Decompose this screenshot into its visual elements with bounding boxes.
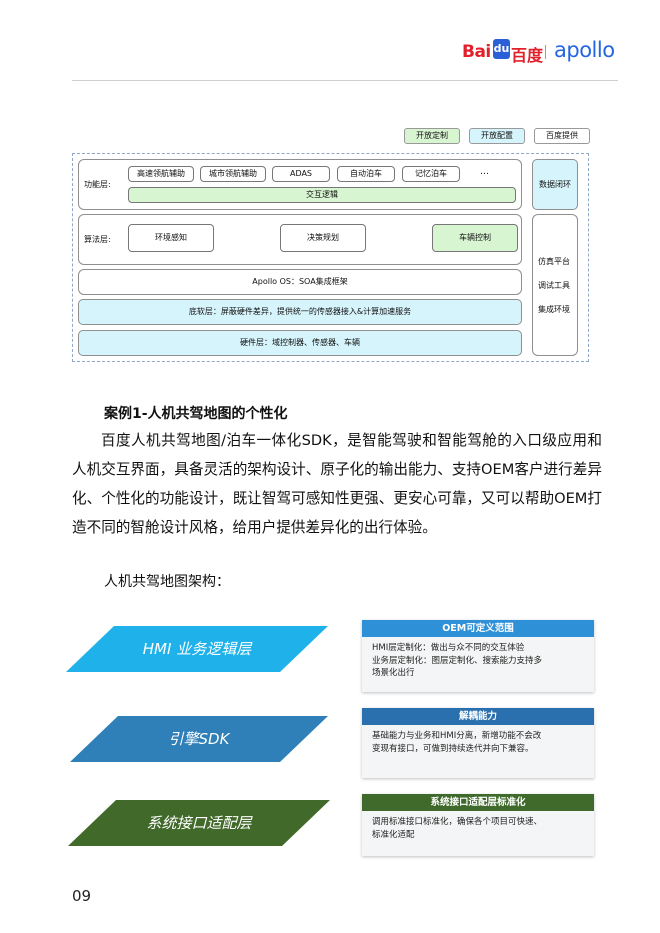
legend-baidu-provided: 百度提供 — [534, 128, 590, 144]
decoupling-body: 基础能力与业务和HMI分离，新增功能不会改 变现有接口，可做到持续迭代并向下兼容… — [372, 730, 586, 755]
baidu-logo-cn: 百度 — [511, 46, 544, 65]
oem-scope-title: OEM可定义范围 — [362, 620, 594, 637]
architecture-subheading: 人机共驾地图架构： — [104, 574, 230, 590]
integration-env: 集成环境 — [538, 305, 570, 314]
adapter-standard-body: 调用标准接口标准化，确保各个项目可快速、 标准化适配 — [372, 816, 586, 841]
firmware-layer: 底软层：屏蔽硬件差异，提供统一的传感器接入&计算加速服务 — [78, 299, 522, 325]
algo-control: 车辆控制 — [432, 224, 518, 252]
adapter-standard-card: 系统接口适配层标准化 调用标准接口标准化，确保各个项目可快速、 标准化适配 — [362, 794, 594, 856]
oem-scope-card: OEM可定义范围 HMI层定制化：做出与众不同的交互体验 业务层定制化：图层定制… — [362, 620, 594, 692]
function-item: 记忆泊车 — [402, 166, 460, 182]
legend-open-custom: 开放定制 — [404, 128, 460, 144]
sim-platform: 仿真平台 — [538, 257, 570, 266]
card-line: 场景化出行 — [372, 668, 415, 678]
function-item: 城市领航辅助 — [200, 166, 266, 182]
tools-box — [532, 214, 578, 356]
algo-perception: 环境感知 — [128, 224, 214, 252]
function-item: 自动泊车 — [337, 166, 395, 182]
card-line: 标准化适配 — [372, 829, 415, 840]
adapter-layer-shape — [68, 800, 330, 846]
hmi-layer-shape — [66, 626, 328, 672]
case-title: 案例1-人机共驾地图的个性化 — [104, 406, 288, 422]
function-item: ADAS — [272, 166, 330, 182]
algorithm-layer-label: 算法层: — [84, 235, 111, 244]
hardware-layer: 硬件层：域控制器、传感器、车辆 — [78, 330, 522, 356]
adapter-standard-title: 系统接口适配层标准化 — [362, 794, 594, 811]
adapter-layer-label: 系统接口适配层 — [146, 814, 252, 832]
engine-sdk-shape — [70, 716, 328, 762]
apollo-logo: apollo — [554, 38, 615, 62]
data-loop-box: 数据闭环 — [532, 159, 578, 210]
hmi-layer-label: HMI 业务逻辑层 — [142, 640, 252, 658]
function-item: 高速领航辅助 — [128, 166, 194, 182]
logo-divider — [545, 45, 546, 59]
debug-tools: 调试工具 — [538, 281, 570, 290]
page-number: 09 — [72, 887, 92, 905]
baidu-logo-bai: Bai — [462, 42, 491, 62]
header-rule — [72, 80, 618, 81]
engine-sdk-label: 引擎SDK — [168, 730, 230, 748]
function-more: … — [480, 167, 489, 177]
interaction-logic-bar: 交互逻辑 — [128, 187, 516, 203]
card-line: 调用标准接口标准化，确保各个项目可快速、 — [372, 817, 543, 827]
case-paragraph: 百度人机共驾地图/泊车一体化SDK，是智能驾驶和智能驾舱的入口级应用和人机交互界… — [72, 432, 602, 536]
legend-open-config: 开放配置 — [469, 128, 525, 144]
function-layer-label: 功能层: — [84, 180, 111, 189]
decoupling-card: 解耦能力 基础能力与业务和HMI分离，新增功能不会改 变现有接口，可做到持续迭代… — [362, 708, 594, 778]
card-line: 变现有接口，可做到持续迭代并向下兼容。 — [372, 743, 534, 754]
os-layer: Apollo OS：SOA集成框架 — [78, 269, 522, 295]
decoupling-title: 解耦能力 — [362, 708, 594, 725]
architecture-frame — [72, 153, 589, 362]
card-line: HMI层定制化：做出与众不同的交互体验 — [372, 643, 525, 653]
card-line: 业务层定制化：图层定制化、搜索能力支持多 — [372, 655, 543, 666]
baidu-paw-icon: du — [493, 39, 510, 59]
algo-planning: 决策规划 — [280, 224, 366, 252]
oem-scope-body: HMI层定制化：做出与众不同的交互体验 业务层定制化：图层定制化、搜索能力支持多… — [372, 642, 586, 680]
card-line: 基础能力与业务和HMI分离，新增功能不会改 — [372, 731, 542, 741]
